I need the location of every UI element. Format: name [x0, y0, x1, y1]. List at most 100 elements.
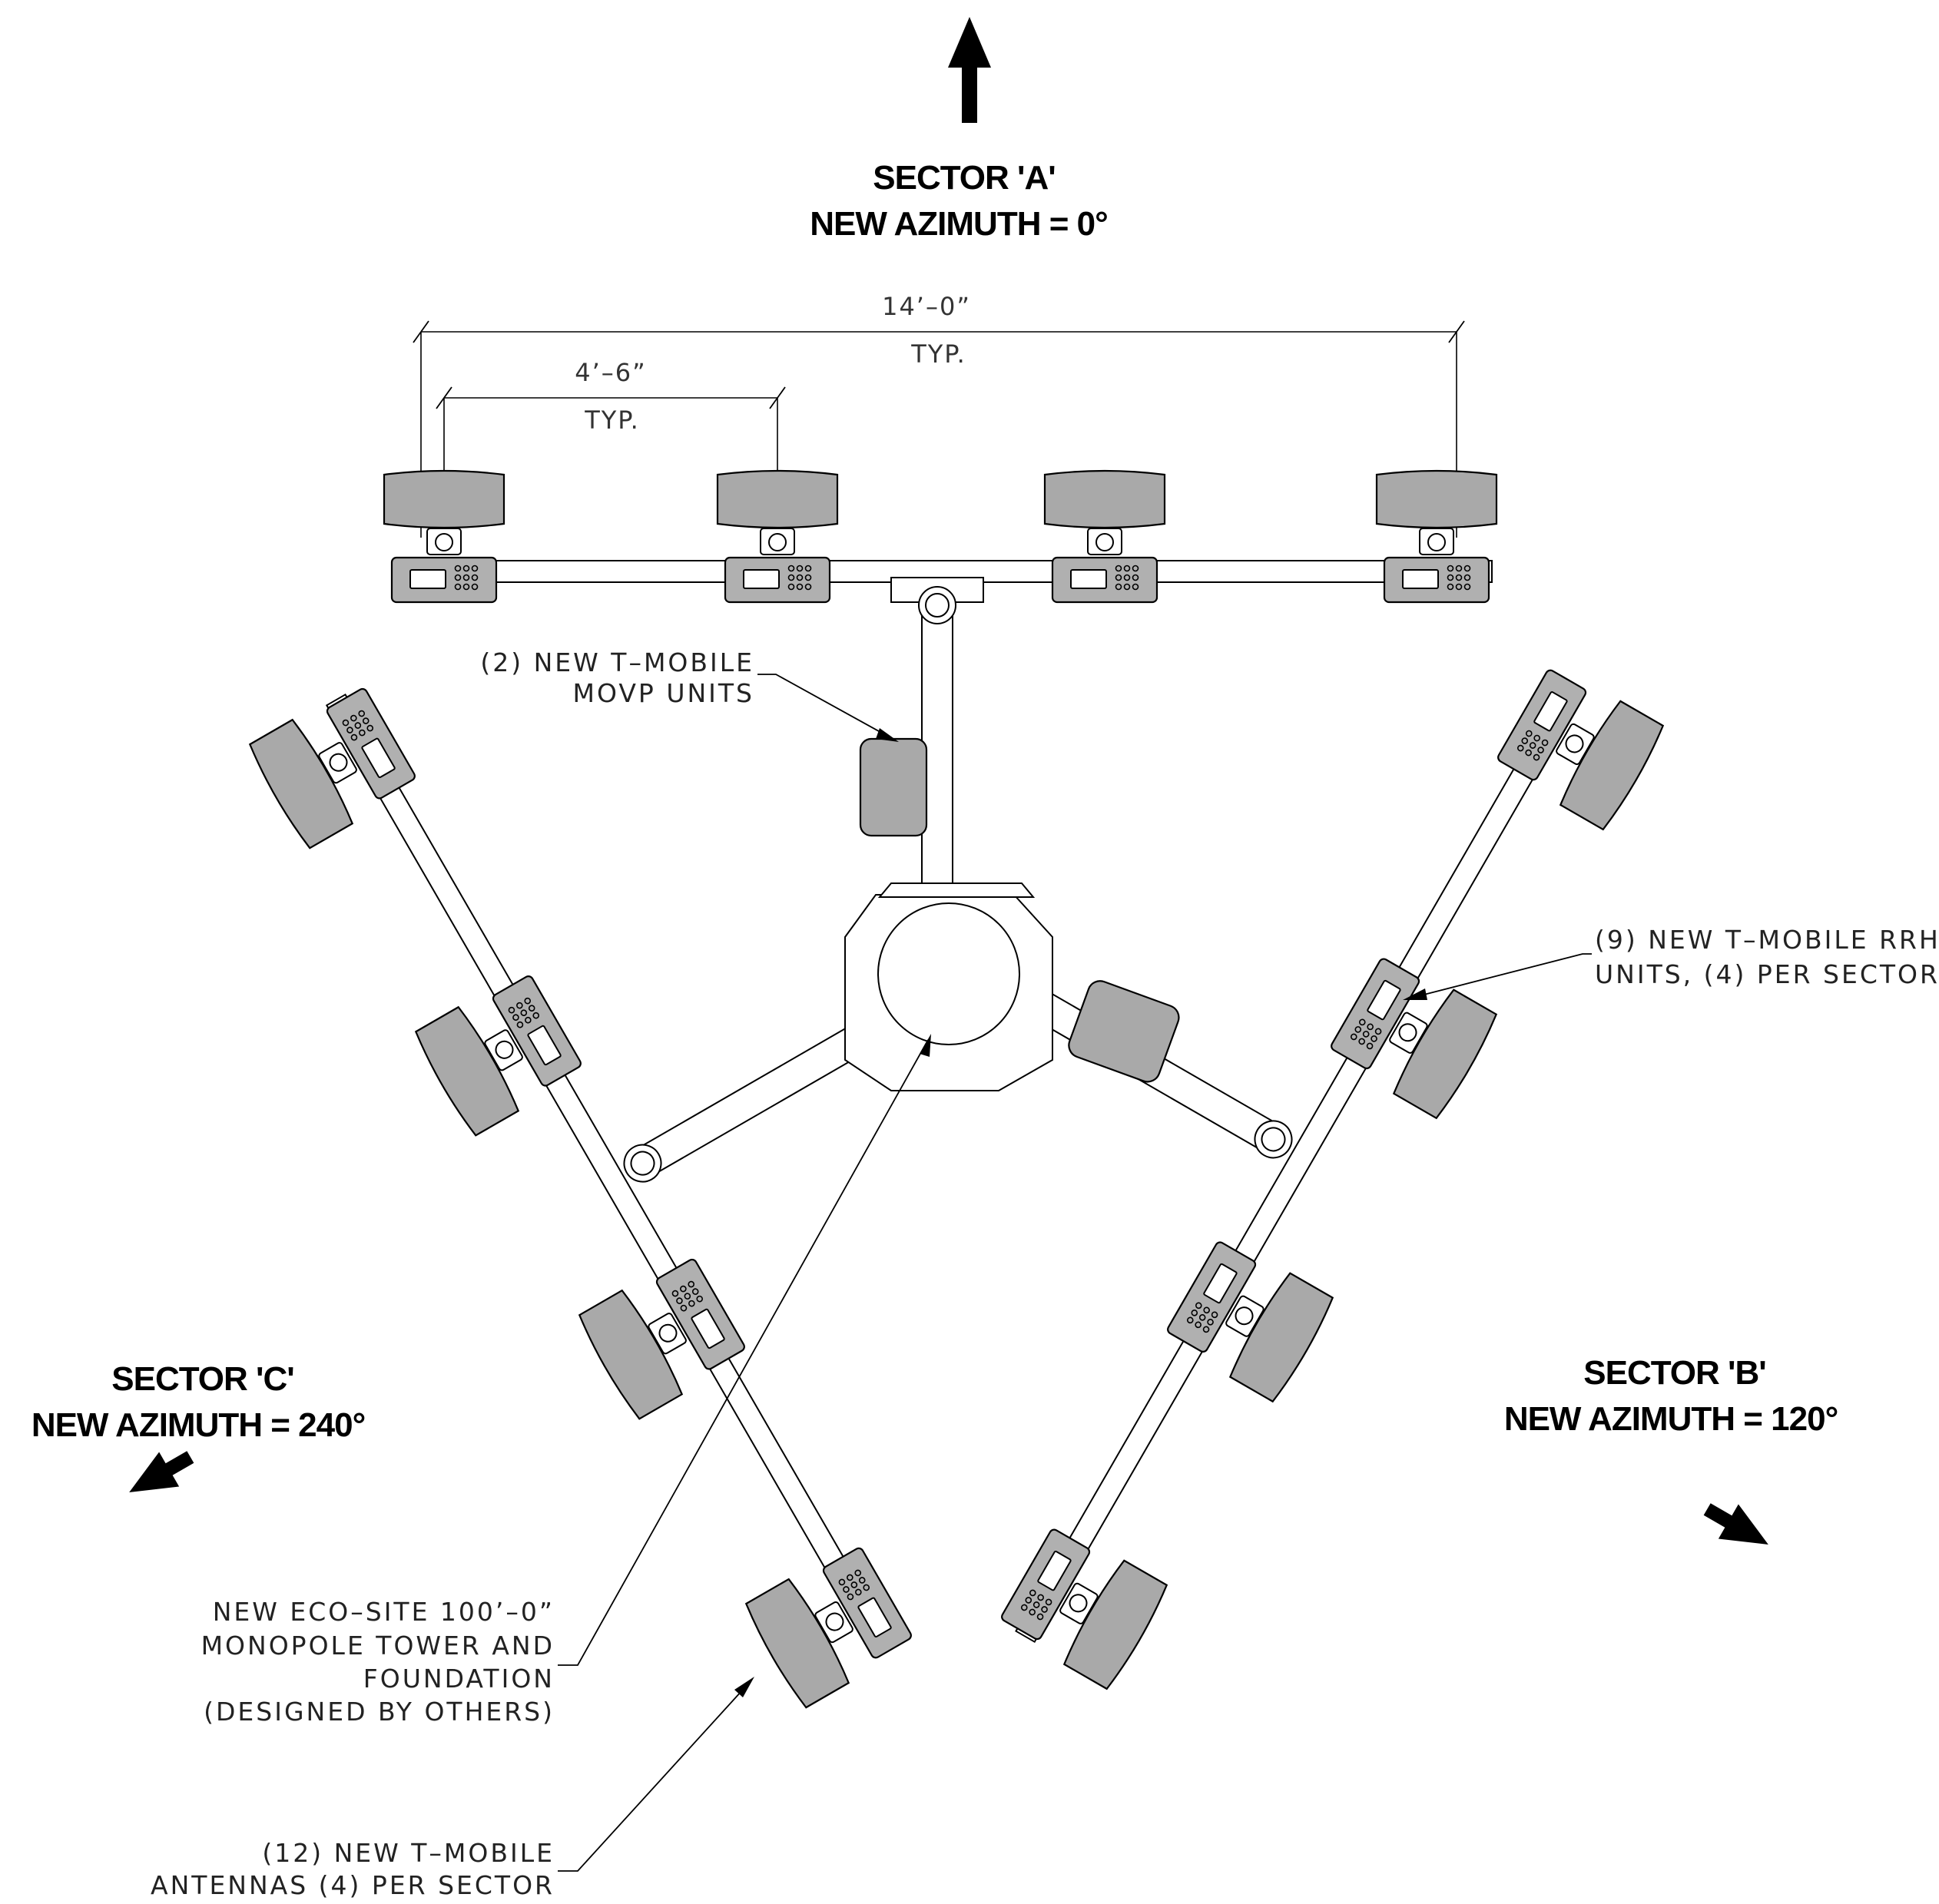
antenna: [1043, 469, 1166, 529]
rrh-port: [1537, 747, 1544, 753]
rrh-port: [1541, 739, 1549, 747]
sector-a-direction-arrow: [948, 17, 991, 123]
rrh-port: [1455, 565, 1463, 572]
bracket-pin: [658, 1323, 678, 1343]
sector-c-units: [248, 687, 912, 1709]
antenna: [1375, 469, 1498, 529]
rrh-port: [680, 1304, 688, 1312]
rrh-port: [796, 565, 804, 572]
movp-callout: (2) NEW T–MOBILE MOVP UNITS: [480, 647, 899, 742]
rrh-port: [346, 727, 353, 733]
rrh-port: [796, 574, 804, 581]
rrh-port: [838, 1578, 846, 1586]
movp-callout-line-1: (2) NEW T–MOBILE: [480, 647, 754, 677]
antennas-callout-line-1: (12) NEW T–MOBILE: [262, 1838, 555, 1868]
rrh-port: [532, 1012, 540, 1019]
movp-unit: [859, 737, 928, 837]
antenna: [716, 469, 839, 529]
rrh-port: [342, 719, 350, 727]
rrh-port: [1358, 1038, 1365, 1045]
movp-unit: [1068, 980, 1180, 1083]
monopole-tower: [877, 902, 1020, 1045]
rrh-port: [462, 583, 470, 591]
rrh-port: [1025, 1597, 1032, 1604]
rrh-port: [854, 1569, 862, 1577]
rrh-port: [850, 1581, 858, 1588]
rrh-port: [1195, 1321, 1202, 1329]
rrh-port: [471, 565, 479, 572]
rrh-port: [691, 1288, 699, 1295]
bracket-pin: [495, 1040, 514, 1059]
rrh-handle: [361, 737, 396, 779]
rrh-port: [1115, 565, 1122, 572]
antenna-assembly: [1375, 469, 1498, 604]
rrh-port: [362, 717, 370, 724]
rrh-port: [462, 565, 470, 572]
rrh-port: [1447, 574, 1454, 581]
rrh-port: [804, 574, 812, 581]
rrh-port: [1374, 1028, 1382, 1035]
rrh-port: [1358, 1018, 1366, 1026]
antenna: [414, 1005, 520, 1137]
antenna-assembly: [1043, 469, 1166, 604]
antenna: [1062, 1559, 1168, 1690]
rrh-port: [1354, 1026, 1362, 1033]
rrh-handle: [1070, 569, 1107, 589]
antenna: [1559, 700, 1665, 831]
overall-dimension-note: TYP.: [910, 339, 966, 369]
rrh-port: [787, 583, 795, 591]
rrh-port: [1132, 583, 1139, 591]
sector-c-azimuth: NEW AZIMUTH = 240°: [31, 1406, 365, 1444]
sector-b-direction-arrow: [1703, 1503, 1768, 1545]
rrh-port: [508, 1006, 515, 1014]
rrh-port: [1211, 1311, 1218, 1319]
rrh-port: [1037, 1594, 1044, 1601]
rrh-port: [847, 1574, 853, 1581]
rrh-port: [1521, 737, 1529, 744]
rrh-handle: [1402, 569, 1439, 589]
rrh-port: [1186, 1316, 1194, 1324]
rrh-port: [1123, 583, 1131, 591]
rrh-port: [524, 997, 532, 1005]
antenna-assembly: [578, 1258, 745, 1420]
rrh-port: [528, 1005, 535, 1012]
antennas-callout-line-2: ANTENNAS (4) PER SECTOR: [151, 1870, 555, 1900]
bracket-pin: [768, 533, 787, 551]
rrh-port: [804, 583, 812, 591]
rrh-callout-line-2: UNITS, (4) PER SECTOR: [1595, 959, 1939, 989]
antenna: [248, 718, 354, 849]
rrh-port: [1020, 1604, 1028, 1611]
bracket-pin: [1398, 1023, 1417, 1042]
rrh-port: [516, 1021, 524, 1028]
antenna-assembly: [383, 469, 505, 604]
sector-a-azimuth: NEW AZIMUTH = 0°: [810, 205, 1107, 243]
rrh-port: [516, 1002, 523, 1009]
antenna-assembly: [248, 687, 416, 849]
bracket-pin: [1427, 533, 1446, 551]
overall-dimension-value: 14’–0”: [882, 292, 971, 321]
rrh-port: [1032, 1601, 1040, 1608]
antennas-callout: (12) NEW T–MOBILE ANTENNAS (4) PER SECTO…: [151, 1677, 754, 1900]
rrh-handle: [1533, 691, 1568, 732]
rrh-port: [1203, 1306, 1210, 1314]
rrh-port: [696, 1295, 704, 1303]
rrh-port: [1198, 1314, 1206, 1321]
rrh-port: [1533, 753, 1540, 761]
rrh-port: [462, 574, 470, 581]
rrh-port: [1123, 574, 1131, 581]
rrh-port: [454, 574, 462, 581]
rrh-port: [787, 574, 795, 581]
rrh-port: [354, 722, 362, 729]
spacing-dimension-note: TYP.: [584, 406, 640, 435]
rrh-port: [520, 1009, 528, 1016]
antenna: [383, 469, 505, 529]
rrh-port: [454, 565, 462, 572]
sector-a-title: SECTOR 'A': [873, 159, 1055, 197]
rrh-port: [1529, 742, 1536, 749]
bracket-pin: [1235, 1306, 1254, 1326]
rrh-port: [1191, 1310, 1198, 1316]
sector-a-frame: [423, 560, 1493, 892]
tower-callout: NEW ECO–SITE 100’–0” MONOPOLE TOWER AND …: [201, 1034, 931, 1727]
rrh-port: [512, 1014, 519, 1021]
rrh-port: [1455, 583, 1463, 591]
